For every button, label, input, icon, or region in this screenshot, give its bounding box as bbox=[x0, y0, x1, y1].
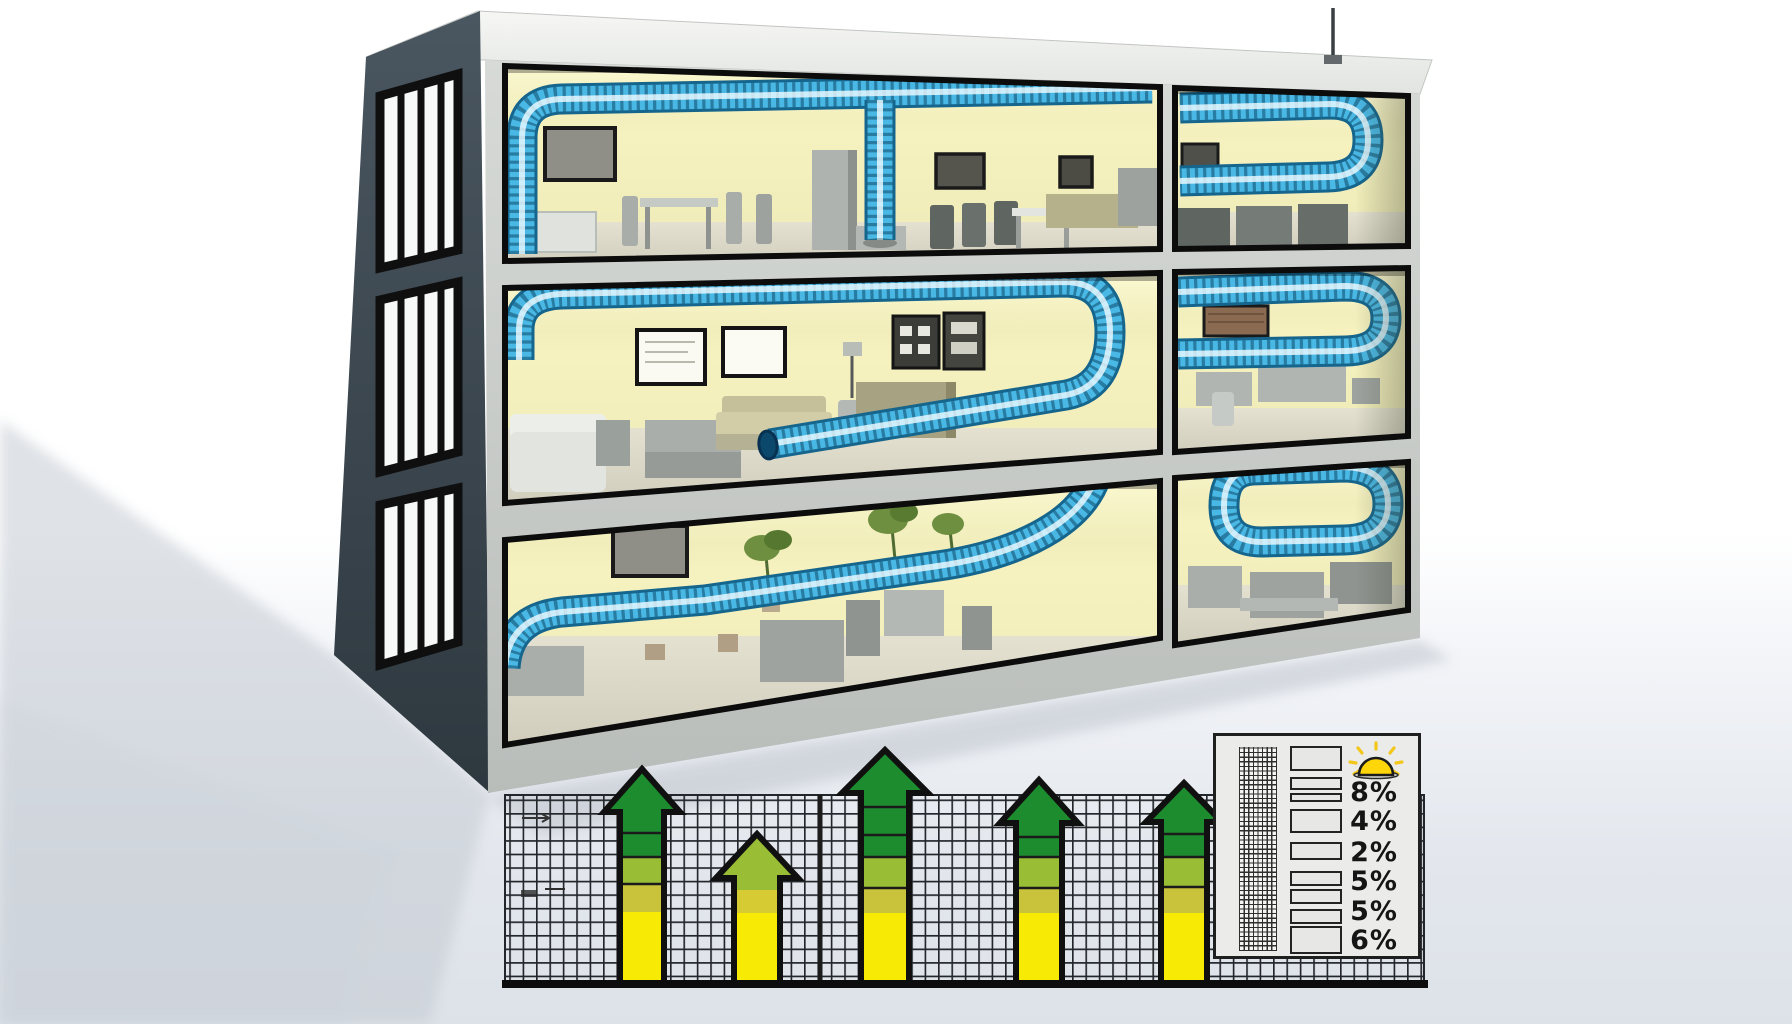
room-middle-right-office bbox=[1172, 264, 1411, 456]
legend-row: 5% bbox=[1336, 866, 1412, 898]
side-window bbox=[375, 68, 463, 274]
storage-box bbox=[760, 620, 844, 682]
chair bbox=[756, 194, 772, 244]
wall-poster bbox=[942, 311, 986, 371]
room-frame bbox=[502, 62, 1163, 265]
chart-baseline bbox=[502, 980, 1428, 988]
legend-panel: 8% 4% 2% 5% 5% 6% bbox=[1213, 733, 1421, 959]
legend-floor-bar bbox=[1290, 889, 1342, 904]
ground-shadow-layer bbox=[0, 420, 1452, 1024]
cabinet bbox=[1178, 208, 1230, 248]
legend-row: 2% bbox=[1336, 837, 1412, 869]
floor-pot bbox=[718, 634, 738, 652]
sofa bbox=[510, 432, 606, 492]
legend-floor-bar bbox=[1290, 871, 1342, 886]
chair bbox=[962, 203, 986, 247]
legend-row: 6% bbox=[1336, 925, 1412, 957]
wall-picture bbox=[934, 152, 986, 190]
grid-annotation-mark bbox=[521, 890, 537, 897]
side-table bbox=[596, 420, 630, 466]
chair bbox=[994, 201, 1018, 245]
storage-box bbox=[846, 600, 880, 656]
wall-picture bbox=[611, 524, 689, 578]
storage-box bbox=[1188, 566, 1242, 608]
legend-floor-bar bbox=[1290, 777, 1342, 790]
room-top-left-office bbox=[502, 62, 1163, 265]
percent-label: 5% bbox=[1350, 896, 1398, 927]
whiteboard bbox=[721, 326, 787, 378]
wall-picture bbox=[543, 126, 617, 182]
percent-label: 5% bbox=[1350, 866, 1398, 897]
legend-floor-bar bbox=[1290, 809, 1342, 833]
storage-box bbox=[962, 606, 992, 650]
building-cutaway bbox=[334, 8, 1433, 793]
percent-label: 8% bbox=[1350, 777, 1398, 808]
sofa-back bbox=[722, 396, 826, 416]
chair bbox=[726, 192, 742, 244]
room-middle-left-lounge bbox=[502, 269, 1163, 507]
corner-wall bbox=[1118, 168, 1160, 226]
sun-icon bbox=[1348, 741, 1404, 780]
side-window bbox=[375, 276, 463, 478]
antenna-base bbox=[1324, 55, 1342, 64]
legend-row: 8% bbox=[1336, 777, 1412, 809]
side-window bbox=[375, 482, 463, 672]
room-frame bbox=[502, 269, 1163, 507]
room-frame bbox=[1172, 84, 1411, 253]
chair bbox=[622, 196, 638, 246]
legend-row: 4% bbox=[1336, 806, 1412, 838]
legend-floor-bar bbox=[1290, 909, 1342, 924]
grid-divider-line bbox=[818, 795, 823, 985]
legend-floor-bar bbox=[1290, 793, 1342, 802]
grid-annotation-mark bbox=[522, 813, 552, 823]
cast-shadow-soft bbox=[0, 700, 400, 1024]
wall-poster bbox=[891, 314, 941, 370]
legend-floor-bar bbox=[1290, 926, 1342, 954]
legend-floor-bar bbox=[1290, 746, 1342, 771]
building-base-shadow bbox=[488, 640, 1452, 836]
legend-hatch-column bbox=[1239, 747, 1277, 951]
floor-pot bbox=[645, 644, 665, 660]
partition-wall bbox=[812, 150, 854, 250]
legend-floor-bar bbox=[1290, 842, 1342, 860]
cabinet bbox=[1236, 206, 1292, 248]
chair bbox=[1212, 392, 1234, 426]
percent-label: 4% bbox=[1350, 806, 1398, 837]
room-top-right-office bbox=[1172, 84, 1411, 253]
wall-picture bbox=[1180, 142, 1220, 170]
pallet bbox=[1240, 598, 1338, 611]
storage-box bbox=[884, 590, 944, 636]
legend-row: 5% bbox=[1336, 896, 1412, 928]
table bbox=[1012, 208, 1074, 216]
chair bbox=[930, 205, 954, 249]
storage-box bbox=[1250, 572, 1324, 618]
percent-label: 2% bbox=[1350, 837, 1398, 868]
room-frame bbox=[502, 477, 1163, 749]
room-frame bbox=[1172, 264, 1411, 456]
percent-label: 6% bbox=[1350, 925, 1398, 956]
duct-opening bbox=[757, 429, 779, 461]
credenza bbox=[1258, 362, 1346, 402]
whiteboard bbox=[635, 328, 707, 386]
table bbox=[640, 198, 718, 207]
room-frame bbox=[1172, 458, 1411, 649]
cabinet bbox=[1298, 204, 1348, 246]
wall-picture bbox=[1058, 155, 1094, 189]
